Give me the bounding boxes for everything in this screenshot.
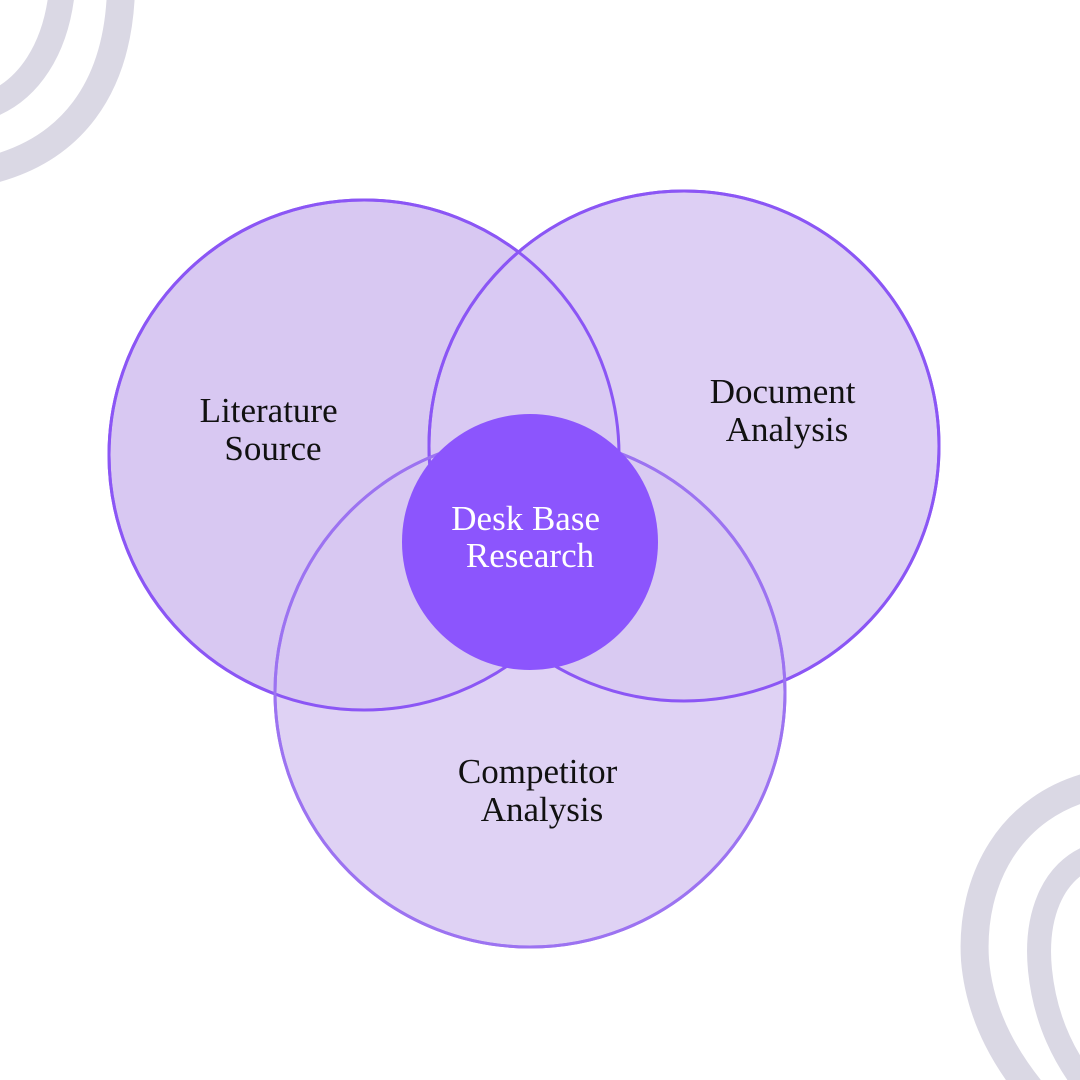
label-competitor-analysis: Competitor Analysis — [458, 752, 626, 829]
label-desk-base-research: Desk Base Research — [451, 499, 608, 575]
decor-swirl-bottom-right — [960, 774, 1080, 1080]
label-document-analysis: Document Analysis — [710, 372, 865, 449]
decor-swirl-top-left — [0, 0, 135, 182]
label-literature-source: Literature Source — [200, 391, 347, 468]
center-circle-desk-base-research — [402, 414, 658, 670]
